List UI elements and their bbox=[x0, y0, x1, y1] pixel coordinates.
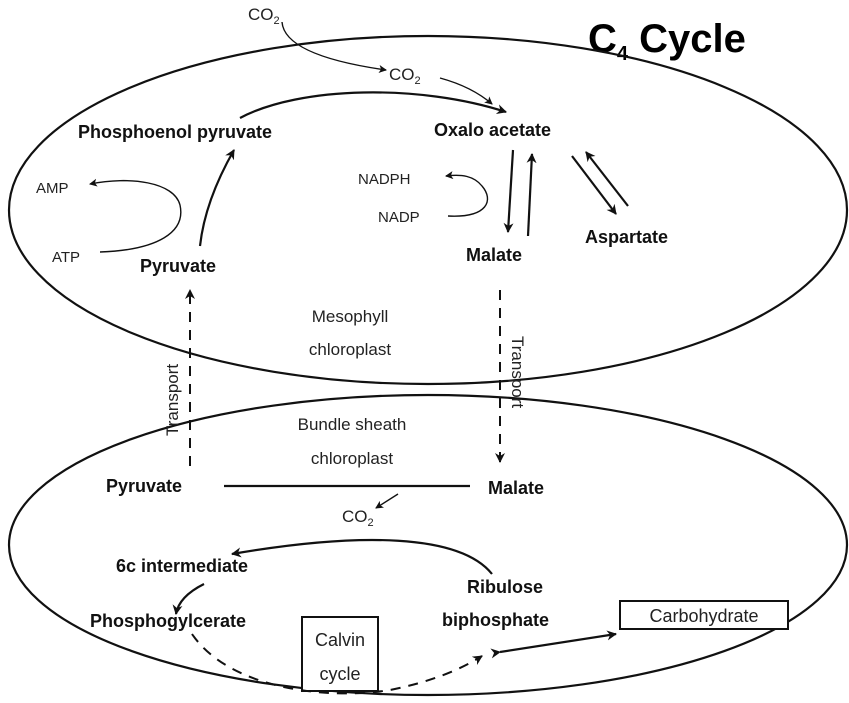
co2-atmospheric-label: CO2 bbox=[248, 5, 280, 27]
phosphoglycerate-label: Phosphogylcerate bbox=[90, 611, 246, 631]
pyruvate-mesophyll-label: Pyruvate bbox=[140, 256, 216, 276]
carbohydrate-output-arrow bbox=[490, 630, 617, 659]
pyruvate-bundle-label: Pyruvate bbox=[106, 476, 182, 496]
calvin-cycle-label-line2: cycle bbox=[319, 664, 360, 684]
ribulose-label-line2: biphosphate bbox=[442, 610, 549, 630]
ribulose-label-line1: Ribulose bbox=[467, 577, 543, 597]
aspartate-label: Aspartate bbox=[585, 227, 668, 247]
calvin-cycle-label-line1: Calvin bbox=[315, 630, 365, 650]
oxaloacetate-to-malate-arrow bbox=[503, 149, 515, 233]
rubp-to-intermediate-arrow bbox=[231, 538, 493, 575]
diagram-title: C4 Cycle bbox=[588, 17, 746, 65]
aspartate-to-oxaloacetate-arrow bbox=[585, 151, 629, 207]
transport-label-left: Transport bbox=[163, 364, 182, 436]
oxaloacetate-to-aspartate-arrow bbox=[571, 155, 617, 215]
malate-mesophyll-label: Malate bbox=[466, 245, 522, 265]
atp-to-amp-arrow bbox=[89, 178, 182, 253]
co2-fixation-arrow bbox=[439, 77, 493, 105]
nadp-label: NADP bbox=[378, 209, 420, 226]
intermediate-to-pga-arrow bbox=[172, 583, 205, 615]
co2-mesophyll-label: CO2 bbox=[389, 65, 421, 87]
nadp-to-nadph-arrow bbox=[445, 171, 489, 217]
nadph-label: NADPH bbox=[358, 171, 411, 188]
phosphoenol-pyruvate-label: Phosphoenol pyruvate bbox=[78, 122, 272, 142]
bundle-sheath-label-line1: Bundle sheath bbox=[298, 415, 407, 434]
transport-label-right: Transport bbox=[508, 336, 527, 408]
atp-label: ATP bbox=[52, 249, 80, 266]
oxalo-acetate-label: Oxalo acetate bbox=[434, 120, 551, 140]
mesophyll-chloroplast-label-line2: chloroplast bbox=[309, 340, 391, 359]
pyruvate-to-pep-arrow bbox=[198, 149, 235, 247]
calvin-cycle-box bbox=[301, 616, 379, 692]
pep-to-oxaloacetate-arrow bbox=[239, 91, 507, 119]
carbohydrate-box bbox=[619, 600, 789, 630]
bundle-sheath-chloroplast-ellipse bbox=[7, 393, 849, 697]
calvin-cycle-regeneration-arrow bbox=[191, 633, 483, 695]
co2-bundle-label: CO2 bbox=[342, 507, 374, 529]
co2-entry-arrow bbox=[281, 21, 387, 73]
mesophyll-chloroplast-ellipse bbox=[7, 34, 849, 386]
carbohydrate-label: Carbohydrate bbox=[649, 606, 758, 626]
bundle-sheath-label-line2: chloroplast bbox=[311, 449, 393, 468]
malate-decarboxylation-arrow bbox=[375, 493, 399, 509]
six-carbon-intermediate-label: 6c intermediate bbox=[116, 556, 248, 576]
mesophyll-chloroplast-label-line1: Mesophyll bbox=[312, 307, 389, 326]
amp-label: AMP bbox=[36, 180, 69, 197]
malate-bundle-label: Malate bbox=[488, 478, 544, 498]
malate-to-oxaloacetate-arrow bbox=[526, 153, 537, 237]
